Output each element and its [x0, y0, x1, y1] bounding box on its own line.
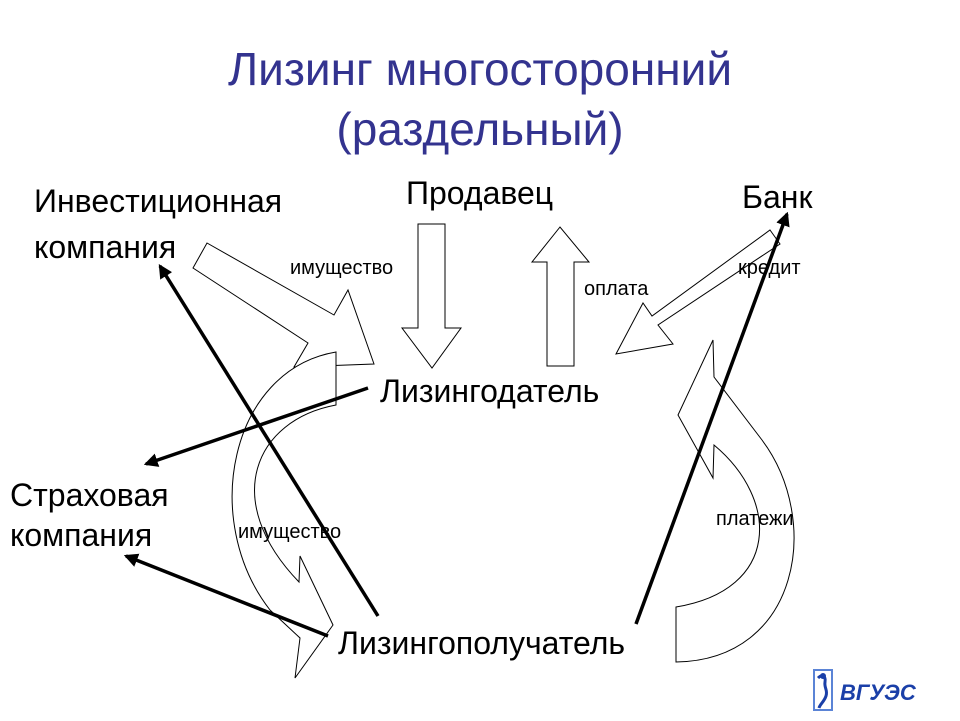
flow-credit: кредит	[738, 257, 801, 279]
block-arrow-property-down	[401, 223, 462, 369]
slide-title-line-2: (раздельный)	[336, 103, 624, 155]
line-lessee-to-investor	[158, 264, 380, 617]
university-logo: ВГУЭС	[810, 666, 930, 716]
node-lessee: Лизингополучатель	[338, 625, 626, 661]
node-insurance-company-line-1: Страховая	[10, 477, 169, 513]
slide-title-line-1: Лизинг многосторонний	[227, 43, 733, 95]
curved-arrow-payments	[675, 339, 795, 663]
logo-emblem-icon: ВГУЭС	[813, 669, 917, 711]
node-insurance-company-line-2: компания	[10, 517, 153, 553]
logo-text: ВГУЭС	[840, 680, 917, 705]
node-investment-company-line-1: Инвестиционная	[34, 183, 283, 219]
node-investment-company-line-2: компания	[34, 229, 177, 265]
node-bank: Банк	[742, 179, 813, 215]
block-arrow-payment-up	[530, 226, 591, 367]
block-arrow-credit	[615, 229, 781, 355]
line-lessee-to-insurance	[123, 553, 329, 638]
line-lessor-to-insurance	[143, 386, 369, 467]
flow-property-bottom: имущество	[238, 521, 342, 543]
block-arrow-investor-to-lessor	[192, 242, 375, 368]
node-seller: Продавец	[406, 175, 554, 211]
flow-payment: оплата	[584, 278, 649, 300]
flow-property-top: имущество	[290, 257, 394, 279]
flow-payments: платежи	[716, 508, 794, 530]
line-lessee-to-bank	[634, 211, 790, 625]
node-lessor: Лизингодатель	[380, 373, 600, 409]
curved-arrow-property	[231, 351, 337, 679]
